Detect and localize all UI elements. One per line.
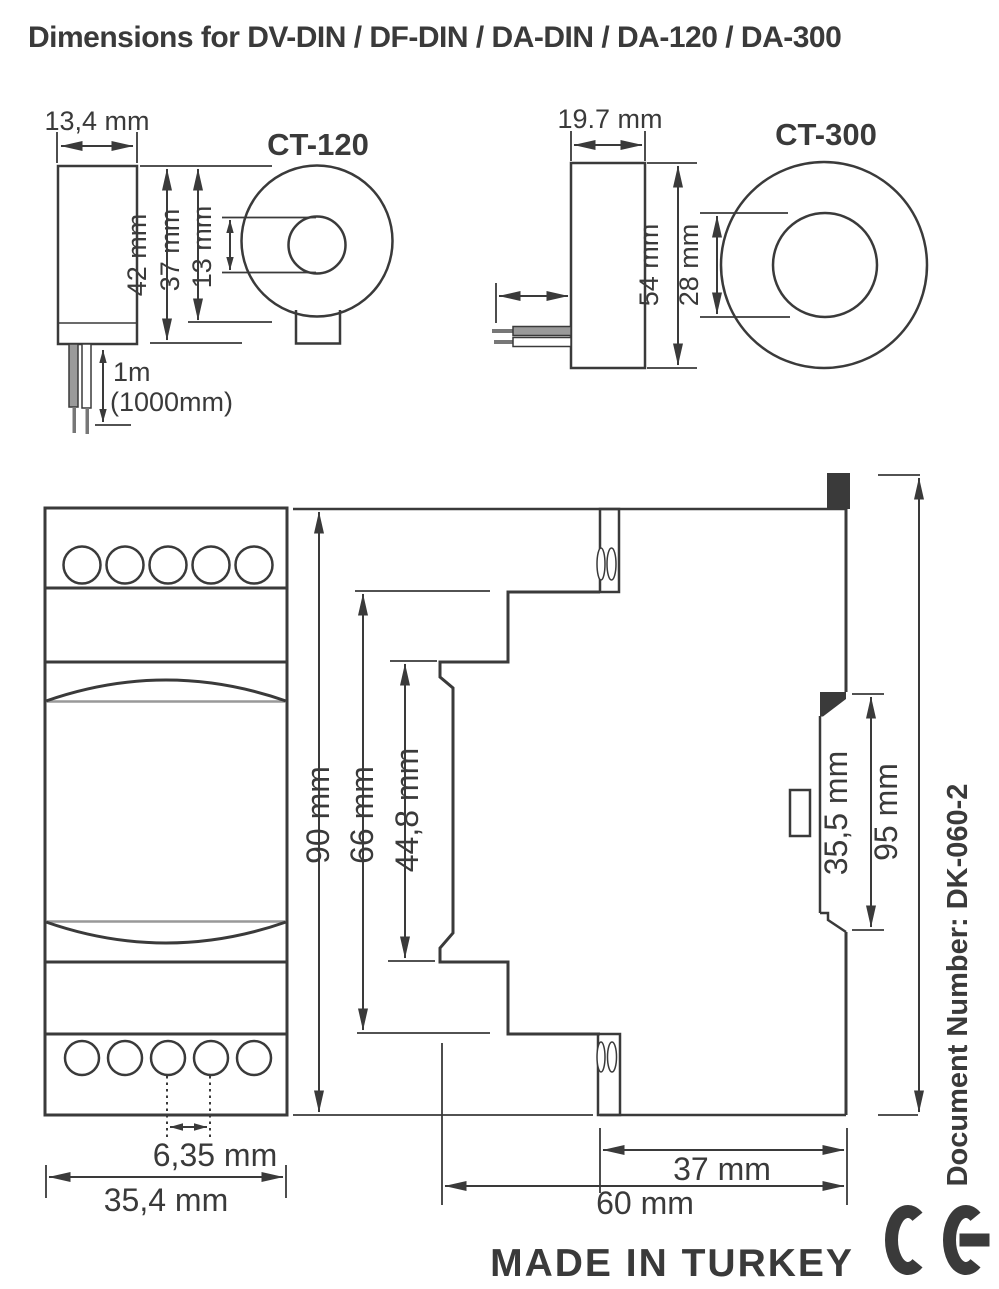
module-din-rail-clip bbox=[788, 473, 850, 1115]
module-top-terminals bbox=[62, 545, 274, 585]
module-side-bottom-terminal bbox=[596, 1032, 622, 1117]
ct300-toroid-hole bbox=[771, 211, 879, 319]
ct300-toroid-ring bbox=[719, 160, 929, 370]
ct120-cable-length: 1m bbox=[113, 357, 151, 387]
ct120-toroid-tab bbox=[294, 310, 342, 345]
ct300-extension-lines bbox=[647, 162, 790, 369]
ct120-extension-lines bbox=[140, 165, 316, 344]
module-depth-back-label: 37 mm bbox=[673, 1151, 771, 1187]
module-width-dimension: 35,4 mm bbox=[45, 1165, 287, 1218]
ct120-side-body bbox=[56, 164, 139, 346]
ct300-height-label: 54 mm bbox=[634, 224, 664, 307]
ct120-body-label: 37 mm bbox=[155, 209, 185, 292]
height-extension-lines bbox=[293, 590, 593, 1116]
module-total-height-dimension: 95 mm bbox=[868, 474, 924, 1116]
ct120-wires bbox=[68, 343, 92, 434]
module-depth-label: 60 mm bbox=[596, 1185, 694, 1221]
ct300-width-dimension: 19.7 mm bbox=[557, 104, 663, 161]
module-pitch-label: 6,35 mm bbox=[153, 1137, 277, 1173]
module-height-label: 90 mm bbox=[300, 766, 336, 864]
module-width-label: 35,4 mm bbox=[104, 1182, 228, 1218]
module-clip-dimension: 35,5 mm bbox=[818, 693, 884, 931]
ct300-side-body bbox=[569, 161, 647, 370]
module-body-height-dimension-66: 66 mm bbox=[344, 593, 380, 1031]
page-title: Dimensions for DV-DIN / DF-DIN / DA-DIN … bbox=[28, 21, 841, 54]
ct300-cable-dimension bbox=[495, 283, 569, 323]
module-depth-dimensions: 37 mm 60 mm bbox=[441, 1043, 848, 1221]
din-rail-stop bbox=[788, 788, 812, 838]
made-in-label: MADE IN TURKEY bbox=[490, 1242, 854, 1285]
module-height-dimensions: 90 mm 66 mm 44,8 mm bbox=[293, 511, 593, 1116]
document-number: Document Number: DK-060-2 bbox=[942, 784, 974, 1187]
module-display-window bbox=[45, 678, 287, 945]
module-height-dimension-90: 90 mm bbox=[300, 511, 336, 1113]
ct120-toroid-hole bbox=[287, 215, 347, 275]
ct300-height-dimension: 54 mm bbox=[634, 165, 683, 366]
module-front-dividers bbox=[45, 586, 287, 1036]
module-front-view: 6,35 mm 35,4 mm bbox=[43, 506, 289, 1218]
ct120-toroid bbox=[240, 164, 394, 345]
module-clip-label: 35,5 mm bbox=[818, 751, 854, 875]
module-side-profile bbox=[438, 590, 600, 1036]
ct120-height-dimension: 42 mm bbox=[122, 168, 172, 341]
ct300-hole-dimension: 28 mm bbox=[674, 215, 722, 315]
module-side-view: 35,5 mm 95 mm 37 mm 60 mm bbox=[293, 473, 924, 1221]
ct300-toroid bbox=[719, 160, 929, 370]
ct300-drawing: 19.7 mm 54 mm 28 mm bbox=[492, 104, 929, 370]
module-body-height-label: 66 mm bbox=[344, 766, 380, 864]
module-inner-height-dimension-448: 44,8 mm bbox=[389, 663, 425, 959]
ct300-part-label: CT-300 bbox=[775, 117, 877, 152]
ct120-width-label: 13,4 mm bbox=[44, 106, 149, 136]
ct120-part-label: CT-120 bbox=[267, 127, 369, 162]
ct120-toroid-ring bbox=[240, 164, 394, 318]
ct120-hole-dimension: 13 mm bbox=[187, 206, 234, 289]
ce-mark-icon bbox=[885, 1205, 990, 1275]
module-inner-height-label: 44,8 mm bbox=[389, 748, 425, 872]
ct120-body-dimension: 37 mm bbox=[155, 168, 203, 321]
ct300-width-label: 19.7 mm bbox=[557, 104, 662, 134]
module-total-height-label: 95 mm bbox=[868, 763, 904, 861]
ct300-hole-label: 28 mm bbox=[674, 224, 704, 307]
module-side-top-terminal bbox=[596, 507, 621, 594]
ct120-height-label: 42 mm bbox=[122, 214, 152, 297]
din-clip-top-tab bbox=[827, 473, 850, 509]
ct120-width-dimension: 13,4 mm bbox=[44, 106, 150, 163]
module-pitch-dimension: 6,35 mm bbox=[153, 1076, 277, 1173]
ct120-hole-label: 13 mm bbox=[187, 206, 217, 289]
ct120-cable-length-alt: (1000mm) bbox=[110, 387, 233, 417]
module-front-outline bbox=[43, 506, 289, 1117]
ct120-cable-dimension: 1m (1000mm) bbox=[95, 349, 233, 426]
din-clip-bottom-hook bbox=[820, 911, 847, 934]
din-clip-notch bbox=[820, 692, 846, 717]
module-bottom-terminals bbox=[63, 1039, 273, 1077]
ct300-wires bbox=[492, 325, 572, 348]
ct120-drawing: 13,4 mm 1m (1000mm) 42 mm bbox=[44, 106, 394, 434]
